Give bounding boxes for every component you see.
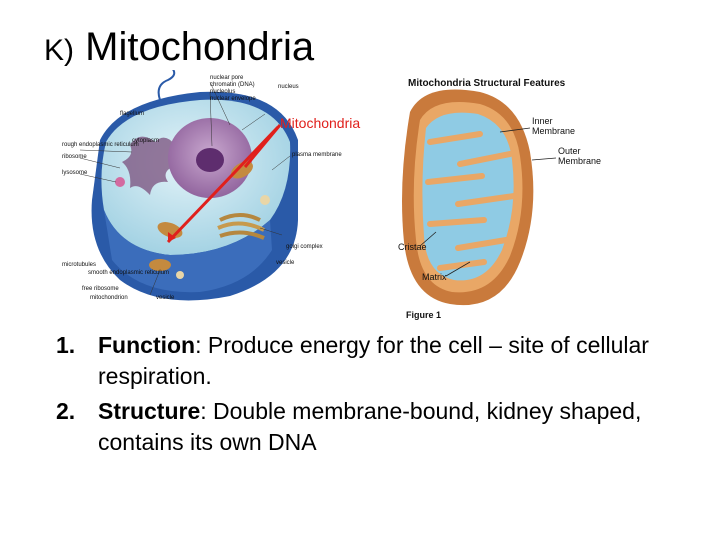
label-chromatin: chromatin (DNA): [210, 82, 255, 88]
label-nucleolus: nucleolus: [210, 89, 235, 95]
label-outer-membrane-line2: Membrane: [558, 156, 601, 166]
label-cristae: Cristae: [398, 242, 427, 252]
label-ribosome: ribosome: [62, 154, 87, 160]
label-lysosome: lysosome: [62, 170, 88, 176]
point-text: : Double membrane-bound, kidney shaped, …: [98, 398, 642, 455]
point-number: 2.: [56, 398, 76, 424]
label-smooth-er: smooth endoplasmic reticulum: [88, 270, 169, 276]
lysosome: [115, 177, 125, 187]
label-nuclear-envelope: nuclear envelope: [210, 96, 256, 102]
label-matrix: Matrix: [422, 272, 447, 282]
title-prefix: K): [44, 34, 74, 67]
mitochondrion-3: [149, 259, 171, 271]
mitochondria-callout-label: Mitochondria: [280, 115, 360, 131]
point-text: : Produce energy for the cell – site of …: [98, 332, 649, 389]
slide-title: K) Mitochondria: [44, 24, 314, 74]
arrow-head: [168, 232, 176, 242]
label-golgi: golgi complex: [286, 244, 323, 250]
label-nucleus: nucleus: [278, 84, 299, 90]
animal-cell-diagram: nuclear pore chromatin (DNA) nucleolus n…: [62, 70, 360, 301]
point-structure: 2. Structure: Double membrane-bound, kidn…: [52, 396, 692, 458]
point-function: 1. Function: Produce energy for the cell …: [52, 330, 692, 392]
label-cytoplasm: cytoplasm: [132, 138, 159, 144]
label-vesicle-bottom: vesicle: [156, 295, 175, 301]
matrix: [422, 112, 514, 281]
mito-heading: Mitochondria Structural Features: [408, 78, 566, 89]
label-outer-membrane: Outer: [558, 146, 581, 156]
point-term: Function: [98, 332, 196, 358]
cell-lower-rim: [104, 210, 272, 293]
callout-arrow: [166, 125, 280, 244]
rough-er: [122, 136, 178, 195]
label-microtubules: microtubules: [62, 262, 96, 268]
label-inner-line1: Inner: [532, 116, 553, 126]
label-inner-membrane: Membrane: [532, 126, 575, 136]
cristae: [425, 131, 517, 271]
vesicle: [260, 195, 270, 205]
vesicle: [176, 271, 184, 279]
point-term: Structure: [98, 398, 201, 424]
figure-caption: Figure 1: [406, 310, 441, 320]
mitochondria-structure-diagram: Mitochondria Structural Features Inner M…: [398, 78, 601, 320]
key-points-list: 1. Function: Produce energy for the cell …: [52, 330, 692, 462]
label-mitochondrion: mitochondrion: [90, 295, 128, 301]
label-nuclear-pore: nuclear pore: [210, 75, 244, 81]
label-flagellum: flagellum: [120, 111, 144, 117]
nucleolus: [196, 148, 224, 172]
label-free-ribosome: free ribosome: [82, 286, 119, 292]
flagellum: [157, 70, 176, 101]
point-number: 1.: [56, 332, 76, 358]
title-text: Mitochondria: [85, 25, 315, 69]
label-rough-er: rough endoplasmic reticulum: [62, 142, 139, 148]
label-vesicle-right: vesicle: [276, 260, 295, 266]
label-plasma-membrane: plasma membrane: [292, 152, 342, 158]
